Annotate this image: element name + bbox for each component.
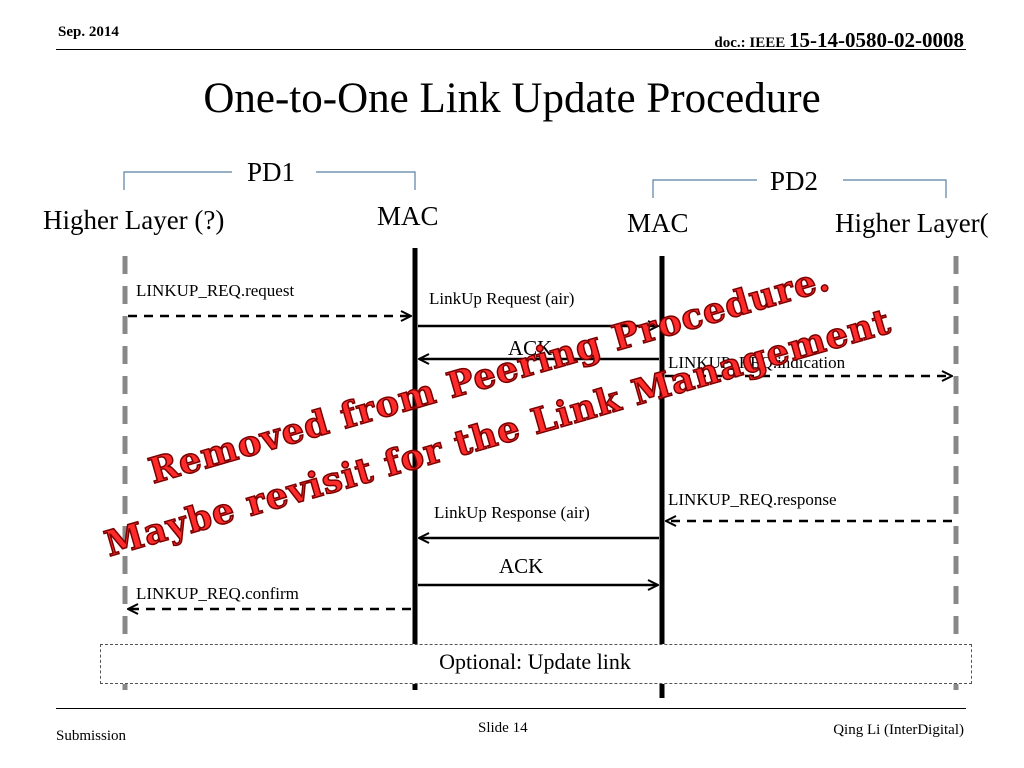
optional-update-label: Optional: Update link (439, 649, 631, 674)
pd1-label: PD1 (247, 157, 296, 187)
msg-label-linkup-req-confirm: LINKUP_REQ.confirm (136, 584, 299, 603)
pd2-label: PD2 (770, 166, 819, 196)
footer-rule (56, 708, 966, 709)
msg-label-ack-2: ACK (499, 554, 544, 578)
optional-update-box (100, 644, 972, 684)
pd1-bracket (123, 171, 416, 190)
pd2-bracket (652, 179, 947, 198)
footer-author: Qing Li (InterDigital) (833, 722, 964, 738)
lane-label-mac-2: MAC (627, 208, 689, 238)
header-doc-id: doc.: IEEE 15-14-0580-02-0008 (714, 28, 964, 53)
slide-title: One-to-One Link Update Procedure (203, 75, 821, 122)
lane-label-mac-1: MAC (377, 201, 439, 231)
msg-label-linkup-req-request: LINKUP_REQ.request (136, 281, 295, 300)
doc-prefix: doc.: IEEE (714, 35, 786, 51)
header-date: Sep. 2014 (58, 24, 119, 40)
msg-label-linkup-req-response: LINKUP_REQ.response (668, 490, 837, 509)
msg-label-linkup-req-indication: LINKUP_REQ.indication (668, 353, 846, 372)
lane-label-higher-layer-2: Higher Layer( (835, 208, 989, 238)
msg-label-linkup-request-air: LinkUp Request (air) (429, 289, 575, 308)
lane-label-higher-layer-1: Higher Layer (?) (43, 205, 225, 235)
msg-label-ack-1: ACK (508, 336, 553, 360)
footer-submission: Submission (56, 728, 127, 744)
footer-slide-number: Slide 14 (478, 720, 528, 736)
doc-number: 15-14-0580-02-0008 (789, 28, 964, 52)
msg-label-linkup-response-air: LinkUp Response (air) (434, 503, 590, 522)
header-rule (56, 49, 966, 50)
